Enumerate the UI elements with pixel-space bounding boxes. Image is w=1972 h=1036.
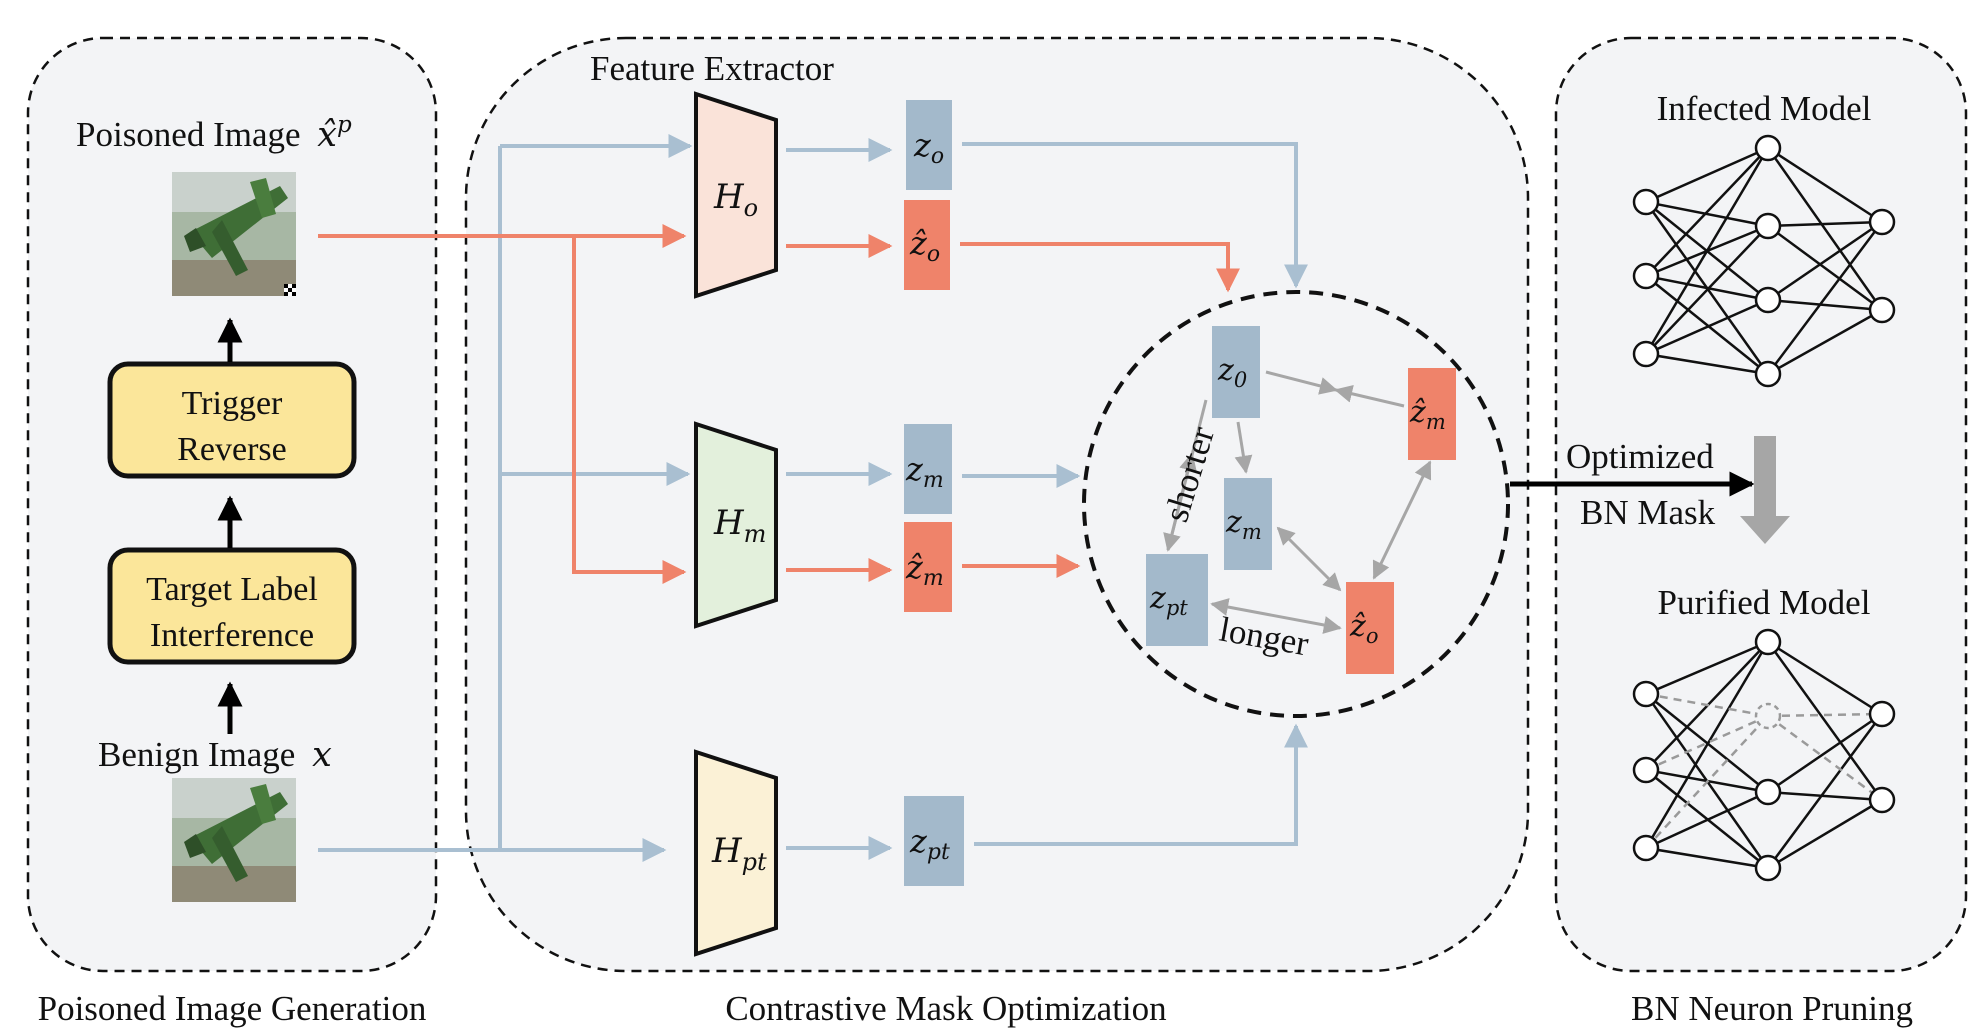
feature-zm-label: zm: [905, 450, 944, 493]
infected-network-nodes: [1632, 134, 1896, 388]
arrow-zo-to-circle: [962, 142, 1308, 289]
poisoned-image-label: Poisoned Image x̂p: [76, 112, 352, 155]
optimized-label: Optimized: [1566, 437, 1714, 476]
feature-zhato-label: ẑo: [909, 224, 940, 267]
benign-image: [172, 778, 296, 902]
circle-feature-z0-label: z0: [1217, 353, 1247, 392]
feature-extractor-label: Feature Extractor: [590, 49, 834, 88]
arrow-zpt-to-z0-head: [1166, 452, 1197, 551]
circle-feature-z0: [1212, 326, 1260, 418]
section-title-contrastive: Contrastive Mask Optimization: [725, 989, 1166, 1028]
benign-image-label: Benign Image x: [98, 735, 332, 775]
extractor-Hpt-label: Hpt: [711, 831, 767, 876]
feature-zm: [904, 424, 952, 514]
circle-feature-zm: [1224, 478, 1272, 570]
arrow-z0-to-zhatm-left: [1265, 370, 1338, 395]
arrow-zhato-to-circle: [960, 242, 1240, 293]
circle-feature-zhato-label: ẑo: [1349, 609, 1378, 648]
circle-feature-zpt-label: zpt: [1149, 581, 1188, 620]
circle-feature-zhatm-label: ẑm: [1409, 395, 1446, 434]
pruned-node: [1754, 702, 1782, 730]
feature-zhato: [904, 200, 950, 290]
feature-zhatm-label: ẑm: [905, 548, 944, 591]
purified-network-pruned: [1645, 692, 1883, 849]
circle-feature-zpt: [1146, 554, 1208, 646]
section-title-pruning: BN Neuron Pruning: [1631, 989, 1913, 1028]
feature-zo-label: zo: [913, 126, 944, 169]
infected-network: [1644, 146, 1884, 376]
feature-zhatm: [904, 522, 952, 612]
arrow-zpt-zhato: [1210, 598, 1342, 634]
extractor-Ho: [694, 91, 778, 299]
extractor-Ho-label: Ho: [713, 177, 758, 222]
target-label-line2: Interference: [150, 617, 314, 654]
arrow-zhatm-to-z0: [1334, 384, 1405, 408]
target-label-line1: Target Label: [146, 571, 318, 608]
circle-feature-zm-label: zm: [1225, 505, 1262, 544]
arrow-zpt-to-circle: [974, 723, 1308, 846]
purified-network-nodes: [1632, 628, 1896, 882]
feature-zo: [906, 100, 952, 190]
extractor-Hpt: [694, 749, 778, 957]
target-label-box: [107, 547, 357, 665]
purified-model-label: Purified Model: [1658, 583, 1871, 622]
gray-down-arrow: [1740, 436, 1790, 544]
arrow-zhato-zhatm: [1372, 460, 1432, 580]
infected-model-label: Infected Model: [1657, 89, 1872, 128]
extractor-Hm: [694, 421, 778, 629]
trigger-reverse-line1: Trigger: [182, 385, 283, 422]
bn-mask-label: BN Mask: [1580, 493, 1716, 532]
poisoned-image: [172, 172, 296, 296]
arrow-zm-zhato: [1276, 526, 1342, 592]
extractor-Hm-label: Hm: [713, 503, 766, 548]
arrow-poisoned-to-Hm: [572, 236, 687, 584]
feature-zpt: [904, 796, 964, 886]
arrow-z0-to-zm: [1234, 421, 1253, 474]
trigger-reverse-box: [107, 361, 357, 479]
trigger-reverse-line2: Reverse: [177, 431, 287, 468]
circle-feature-zhato: [1346, 582, 1394, 674]
section-title-generation: Poisoned Image Generation: [38, 989, 427, 1028]
circle-feature-zhatm: [1408, 368, 1456, 460]
feature-zpt-label: zpt: [909, 822, 950, 865]
